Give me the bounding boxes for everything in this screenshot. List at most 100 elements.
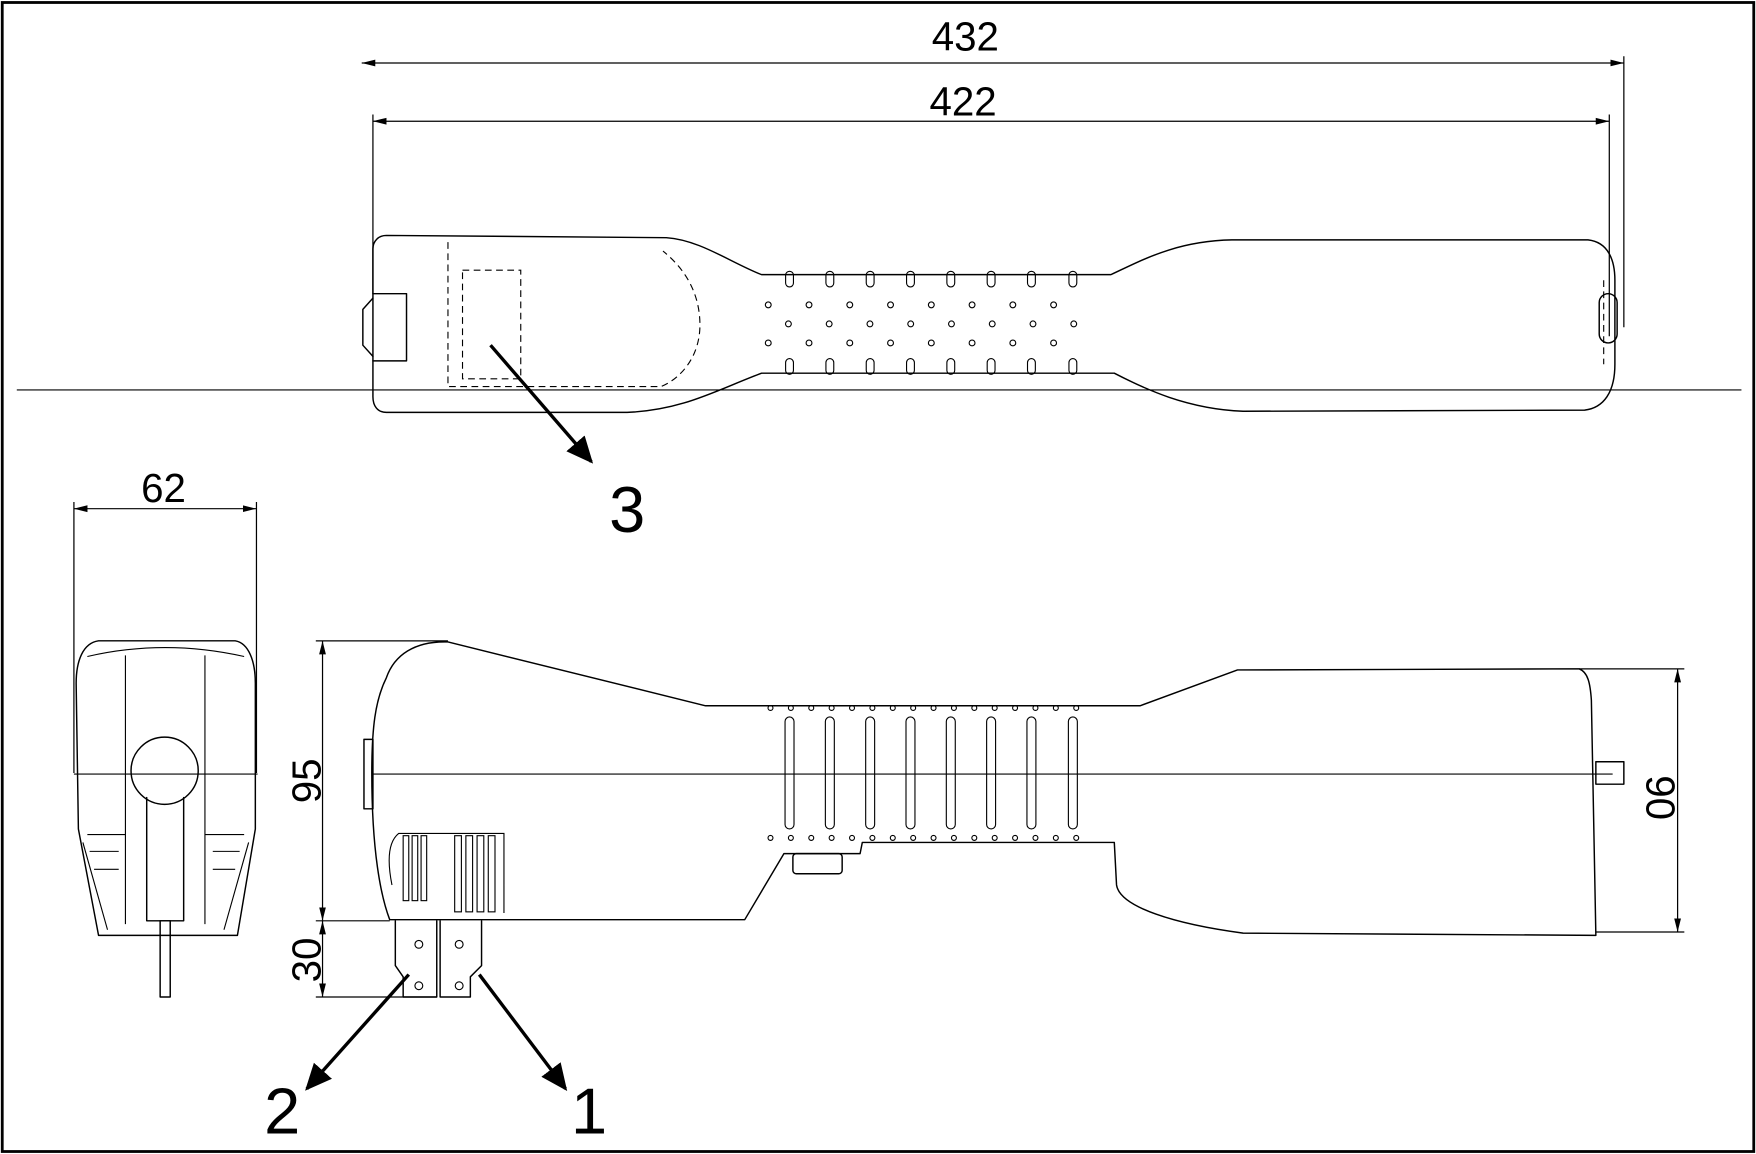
grip-dot (907, 320, 915, 328)
grip-dot (1012, 705, 1019, 712)
bracket-plate-left (394, 920, 438, 998)
vent-slot (454, 835, 462, 913)
grip-slot (1026, 716, 1037, 830)
dimension-head-height-label: 90 (1637, 775, 1682, 820)
grip-slot (825, 358, 835, 375)
grip-dot (808, 705, 815, 712)
grip-dot (1052, 834, 1059, 841)
grip-dot (767, 705, 774, 712)
grip-slot (945, 716, 956, 830)
end-view: 62 (73, 466, 258, 998)
grip-dot (1009, 301, 1017, 309)
grip-dot (848, 705, 856, 712)
rear-cap (363, 738, 374, 810)
grip-dot (930, 705, 937, 712)
callout-label-2: 2 (264, 1075, 300, 1148)
grip-slot (1026, 358, 1036, 375)
grip-slot (946, 270, 956, 288)
bracket-plate-right (439, 920, 483, 998)
grip-slot (1067, 716, 1078, 830)
top-view-grip-pattern (764, 270, 1078, 375)
hang-slot (1598, 292, 1618, 344)
grip-dot (808, 834, 815, 841)
grip-dot (991, 705, 998, 712)
grip-dot (767, 834, 774, 841)
grip-slot (1068, 358, 1078, 375)
grip-dot (848, 834, 856, 841)
grip-dot (887, 301, 895, 309)
grip-dot (889, 705, 896, 712)
vent-slot (402, 835, 410, 902)
grip-dot (968, 339, 976, 347)
grip-dot (846, 301, 854, 309)
grip-dot (828, 834, 835, 841)
grip-dot (968, 301, 976, 309)
grip-dot (764, 301, 772, 309)
end-view-lower-left-contour (82, 834, 126, 930)
grip-dot (889, 834, 896, 841)
callout-arrow-1 (477, 973, 568, 1091)
grip-slot (946, 358, 956, 375)
dimension-height-label: 95 (284, 758, 329, 803)
callout-arrow-3 (489, 344, 594, 464)
grip-dot (869, 834, 876, 841)
handle-stem (145, 796, 185, 922)
grip-dot (930, 834, 937, 841)
end-view-top-rim (87, 647, 245, 658)
grip-slot (905, 716, 916, 830)
grip-dot (869, 705, 876, 712)
grip-slot (905, 270, 915, 288)
grip-slot (1026, 270, 1036, 288)
dimension-body-length-label: 422 (929, 80, 996, 125)
switch-knob (130, 736, 199, 806)
grip-slot (865, 358, 875, 375)
front-view-grip-pattern (767, 705, 1080, 841)
grip-dot (1073, 834, 1080, 841)
grip-dot (784, 320, 792, 328)
grip-dot (910, 834, 917, 841)
grip-dot (927, 301, 935, 309)
grip-dot (1009, 339, 1017, 347)
front-view-body-outline (371, 641, 1597, 937)
grip-dot (764, 339, 772, 347)
grip-dot (1050, 339, 1058, 347)
top-view: 432 422 3 (361, 15, 1625, 546)
rear-vent-housing (388, 832, 505, 913)
grip-dot (1070, 320, 1078, 328)
grip-dot (950, 834, 957, 841)
grip-dot (805, 339, 813, 347)
grip-slot (785, 358, 795, 375)
grip-slot (905, 358, 915, 375)
top-view-body-outline (372, 234, 1616, 414)
grip-dot (1032, 705, 1039, 712)
grip-dot (991, 834, 998, 841)
rear-vent-slots (402, 835, 496, 913)
grip-dot (971, 834, 978, 841)
grip-dot (1052, 705, 1059, 712)
bracket-hole (454, 939, 464, 949)
grip-slot (1068, 270, 1078, 288)
end-view-lower-right-contour (204, 834, 250, 930)
bracket-hole (414, 939, 424, 949)
grip-slot (784, 716, 795, 830)
grip-dot (846, 339, 854, 347)
vent-slot (420, 835, 428, 902)
bracket-hole (454, 981, 464, 991)
bracket-hole (414, 981, 424, 991)
grip-slot (986, 270, 996, 288)
grip-dot (1050, 301, 1058, 309)
grip-slot (785, 270, 795, 288)
grip-dot (866, 320, 874, 328)
dimension-width-label: 62 (141, 466, 186, 511)
grip-dot (947, 320, 955, 328)
grip-slot (986, 358, 996, 375)
callout-label-3: 3 (609, 473, 645, 546)
callout-arrow-2 (305, 973, 411, 1091)
callout-label-1: 1 (571, 1075, 607, 1148)
grip-dot (787, 834, 794, 841)
end-view-outline (75, 640, 257, 937)
grip-dot (805, 301, 813, 309)
dimension-overall-length-label: 432 (932, 15, 999, 60)
